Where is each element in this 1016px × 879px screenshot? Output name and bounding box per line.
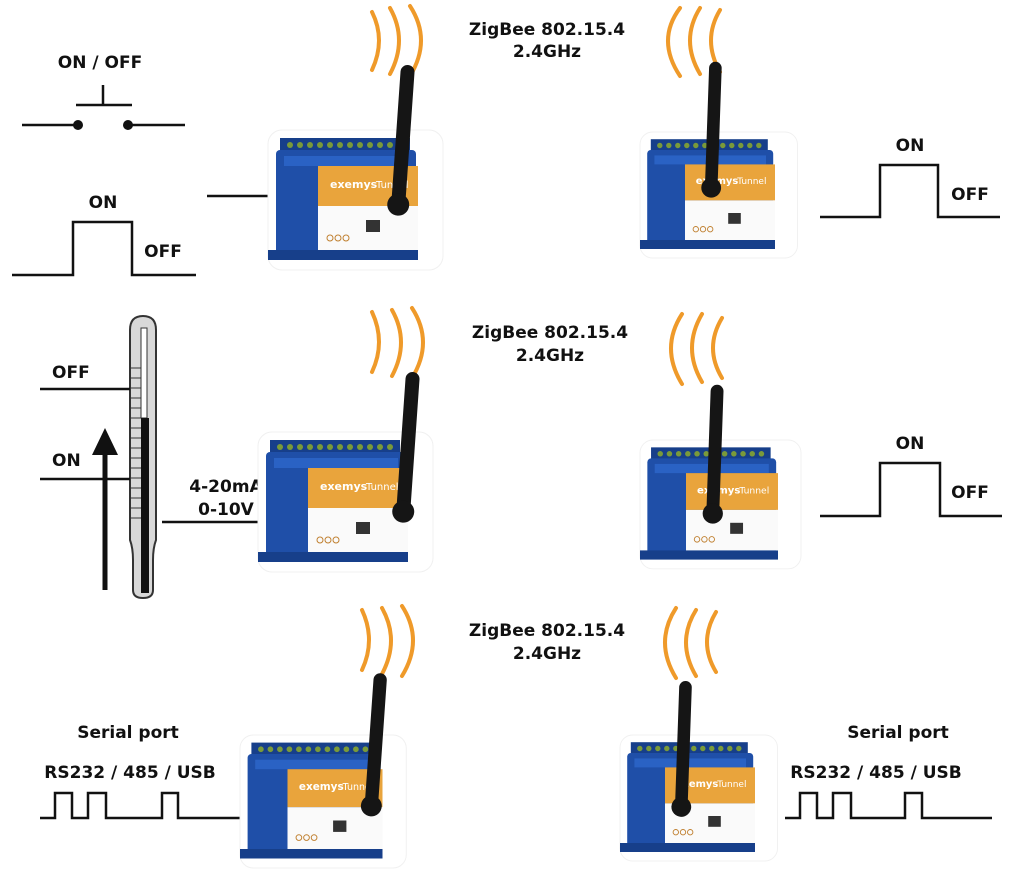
brand-logo: exemys [299,781,344,793]
brand-logo: exemys [676,779,719,790]
tunnel-device-receiver: exemys Tunnel [619,680,778,862]
link-band: 2.4GHz [516,346,584,366]
link-protocol: ZigBee 802.15.4 [472,323,628,343]
row-3-serial: Serial port RS232 / 485 / USB exemys Tun… [40,604,992,869]
left-pulse-signal [12,220,196,277]
link-band: 2.4GHz [513,644,581,664]
thermometer-icon [129,314,157,600]
left-serial-title: Serial port [77,723,179,743]
thermo-off-label: OFF [52,363,90,383]
left-serial-ports: RS232 / 485 / USB [44,763,215,783]
right-pulse-signal [820,163,1000,219]
model-logo: Tunnel [342,782,374,793]
right-pulse-signal [820,461,1002,518]
row-2-analog: OFF ON 4-20mA 0-10V exemys Tunnel ZigBee… [40,306,1002,600]
right-off-label: OFF [951,483,989,503]
brand-logo: exemys [320,480,368,493]
push-switch-icon [22,85,185,130]
model-logo: Tunnel [738,485,769,496]
right-serial-ports: RS232 / 485 / USB [790,763,961,783]
link-protocol: ZigBee 802.15.4 [469,621,625,641]
thermo-on-label: ON [52,451,81,471]
analog-signal-current: 4-20mA [189,477,263,497]
model-logo: Tunnel [736,177,766,187]
model-logo: Tunnel [375,180,409,191]
brand-logo: exemys [330,178,378,191]
link-band: 2.4GHz [513,42,581,62]
link-protocol: ZigBee 802.15.4 [469,20,625,40]
right-serial-title: Serial port [847,723,949,743]
radio-waves-icon [669,312,724,386]
analog-signal-voltage: 0-10V [198,500,255,520]
right-on-label: ON [896,434,925,454]
model-logo: Tunnel [365,482,399,493]
tunnel-device-transmitter: exemys Tunnel [257,371,434,573]
left-off-label: OFF [144,242,182,262]
switch-label: ON / OFF [58,53,142,73]
left-on-label: ON [89,193,118,213]
tunnel-device-transmitter: exemys Tunnel [239,672,407,869]
right-on-label: ON [896,136,925,156]
model-logo: Tunnel [716,780,746,790]
tunnel-device-receiver: exemys Tunnel [639,384,802,570]
tunnel-device-transmitter: exemys Tunnel [267,64,444,271]
radio-waves-icon [370,4,423,78]
radio-waves-icon [663,606,718,680]
radio-waves-icon [360,604,415,678]
row-1-digital: ON / OFF ON OFF exemys Tunnel ZigBee 802… [12,4,1000,277]
rising-arrow-icon [92,428,118,590]
left-serial-waveform [40,791,245,820]
right-serial-waveform [785,791,992,820]
tunnel-device-receiver: exemys Tunnel [639,61,798,259]
radio-waves-icon [370,306,425,380]
right-off-label: OFF [951,185,989,205]
